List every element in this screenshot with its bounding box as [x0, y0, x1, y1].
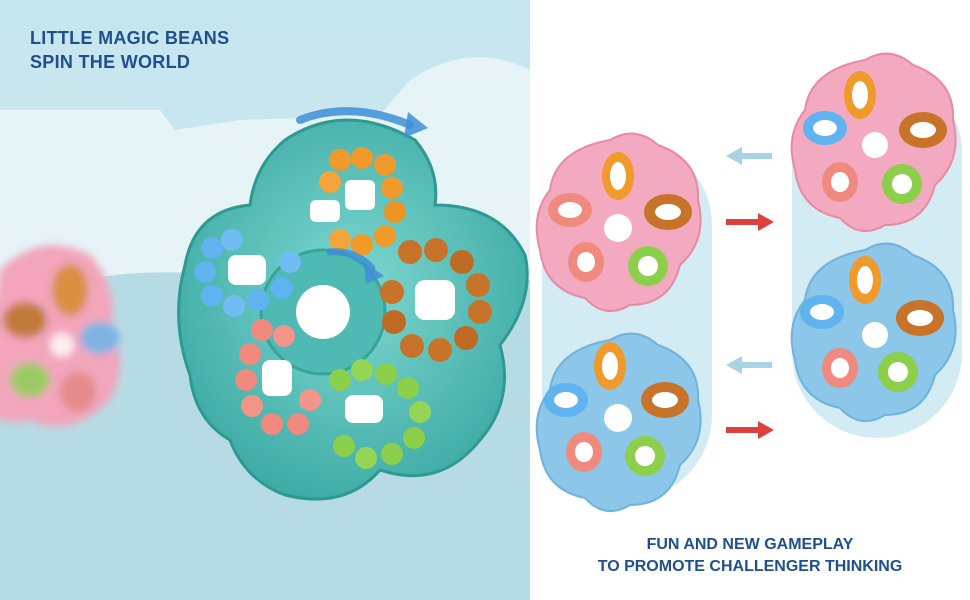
blurred-pink-spinner	[0, 245, 120, 427]
green-bean-cluster	[329, 359, 431, 469]
teal-spinner-toy	[177, 107, 529, 501]
arrow-forward-bottom	[726, 421, 774, 439]
arrow-back-bottom	[726, 356, 772, 374]
salmon-bean-cluster	[235, 319, 321, 435]
caption-line-2: TO PROMOTE CHALLENGER THINKING	[597, 558, 903, 575]
brown-bean-cluster	[380, 238, 492, 362]
left-scene	[0, 57, 530, 600]
rotate-arrow-icon	[296, 107, 414, 129]
arrowhead-icon	[364, 262, 384, 284]
pink-spinner-before	[535, 132, 702, 313]
right-gameplay-panel: FUN AND NEW GAMEPLAY TO PROMOTE CHALLENG…	[530, 0, 970, 600]
orange-bean-cluster	[310, 147, 406, 256]
blue-spinner-before	[535, 332, 702, 513]
headline: LITTLE MAGIC BEANS SPIN THE WORLD	[30, 26, 229, 74]
rotate-arrow-icon	[326, 248, 376, 272]
gameplay-caption: FUN AND NEW GAMEPLAY TO PROMOTE CHALLENG…	[530, 534, 970, 578]
caption-line-1: FUN AND NEW GAMEPLAY	[646, 536, 854, 553]
arrow-forward-top	[726, 213, 774, 231]
pink-spinner-after	[790, 52, 957, 233]
gameplay-diagram	[535, 52, 962, 513]
headline-line-2: SPIN THE WORLD	[30, 52, 191, 72]
blue-bean-cluster	[194, 229, 301, 317]
left-photo-panel: LITTLE MAGIC BEANS SPIN THE WORLD	[0, 0, 530, 600]
headline-line-1: LITTLE MAGIC BEANS	[30, 28, 230, 48]
arrowhead-icon	[404, 112, 428, 138]
blue-spinner-after	[790, 242, 957, 423]
arrow-back-top	[726, 147, 772, 165]
